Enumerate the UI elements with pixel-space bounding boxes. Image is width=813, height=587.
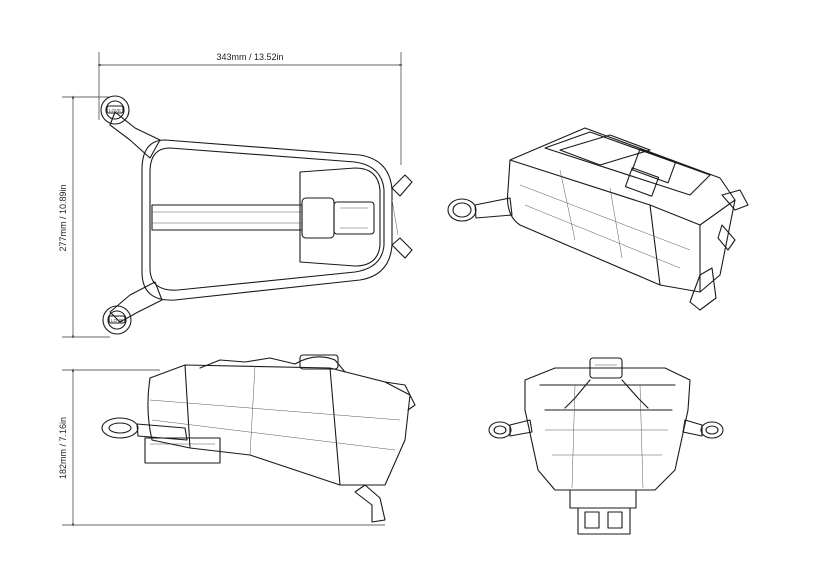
mount-side [101, 417, 188, 441]
side-view [101, 354, 416, 523]
mount-rear-right [682, 419, 724, 439]
width-dimension: 343mm / 13.52in [97, 52, 403, 165]
length-dimension: 277mm / 10.89in [58, 95, 110, 339]
height-dimension: 182mm / 7.16in [58, 368, 385, 527]
mount-bottom-badge: LOVE [111, 318, 123, 323]
mount-bottom: LOVE [102, 305, 132, 335]
length-dimension-label: 277mm / 10.89in [58, 184, 68, 251]
mount-rear-left [488, 419, 533, 439]
perspective-view [447, 127, 749, 311]
mount-perspective [447, 197, 513, 222]
top-view: LOVE LOVE [100, 95, 413, 335]
mount-top: LOVE [100, 95, 130, 125]
rear-view [488, 357, 724, 535]
mount-top-badge: LOVE [109, 108, 121, 113]
height-dimension-label: 182mm / 7.16in [58, 417, 68, 479]
width-dimension-label: 343mm / 13.52in [216, 52, 283, 62]
